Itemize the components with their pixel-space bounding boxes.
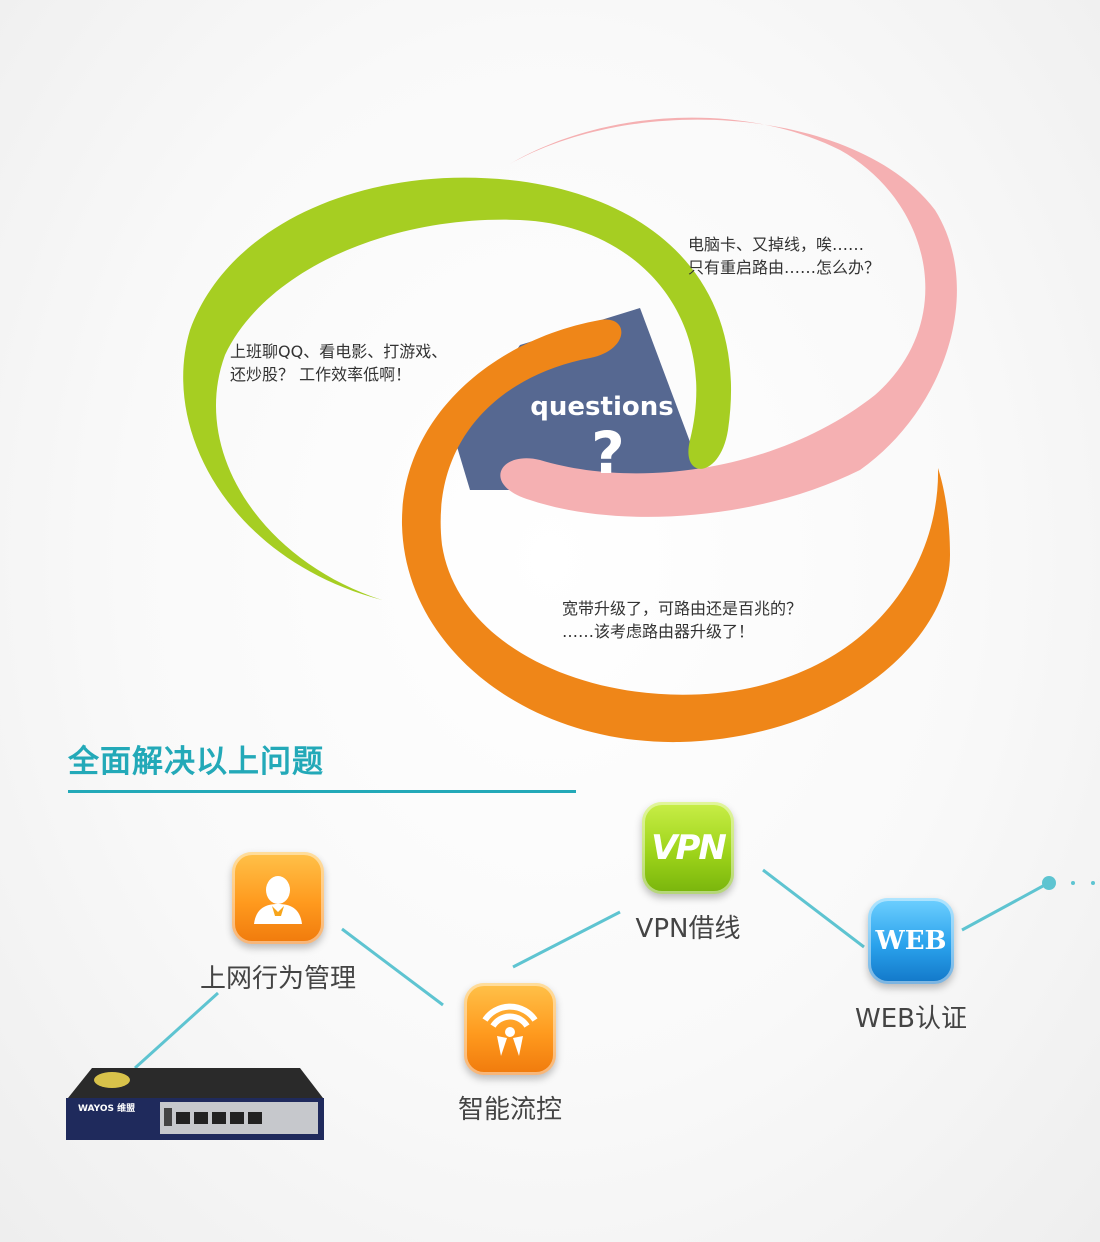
- vpn-icon-text: VPN: [651, 828, 727, 868]
- heading-underline: [68, 790, 576, 793]
- orange-swirl: [401, 319, 950, 743]
- questions-diagram: questions ? 上班聊QQ、看电影、打游戏、 还炒股？ 工作效率低啊！ …: [183, 117, 957, 743]
- vpn-icon: VPN: [642, 802, 734, 894]
- user-icon: [232, 852, 324, 944]
- vpn-node[interactable]: VPN VPN借线: [618, 802, 758, 945]
- web-node[interactable]: WEB WEB认证: [838, 898, 984, 1035]
- flow-node[interactable]: 智能流控: [440, 983, 580, 1126]
- vpn-label: VPN借线: [635, 914, 741, 944]
- questions-word: questions: [530, 392, 673, 422]
- connector-router-behavior: [133, 991, 220, 1070]
- router-top: [68, 1068, 323, 1098]
- web-icon: WEB: [868, 898, 954, 984]
- router-port-4: [230, 1112, 244, 1124]
- web-icon-text: WEB: [875, 926, 947, 956]
- router-port-3: [212, 1112, 226, 1124]
- connector-end-dot: [1042, 876, 1056, 890]
- signal-icon: [464, 983, 556, 1075]
- green-bubble-line-1: 上班聊QQ、看电影、打游戏、: [230, 342, 447, 361]
- orange-bubble-line-1: 宽带升级了，可路由还是百兆的？: [562, 599, 802, 618]
- connector-vpn-web: [762, 868, 865, 949]
- green-bubble-line-2: 还炒股？ 工作效率低啊！: [230, 365, 411, 384]
- pink-bubble-line-1: 电脑卡、又掉线，唉……: [688, 235, 864, 254]
- router-sticker: [94, 1072, 130, 1088]
- pink-swirl: [500, 117, 957, 517]
- behavior-node[interactable]: 上网行为管理: [200, 852, 356, 995]
- trailing-dot-2: [1091, 881, 1095, 885]
- connector-lines: [133, 868, 1044, 1070]
- router-brand: WAYOS 维盟: [78, 1102, 135, 1114]
- web-label: WEB认证: [855, 1004, 967, 1034]
- behavior-label: 上网行为管理: [200, 964, 357, 994]
- orange-bubble-line-2: ……该考虑路由器升级了！: [562, 622, 754, 641]
- router-port-5: [248, 1112, 262, 1124]
- router-port-2: [194, 1112, 208, 1124]
- trailing-dot-1: [1071, 881, 1075, 885]
- router-port-1: [176, 1112, 190, 1124]
- connector-flow-vpn: [512, 910, 621, 969]
- router-device: WAYOS 维盟: [66, 1068, 324, 1140]
- connector-web-out: [961, 884, 1044, 932]
- question-mark: ?: [591, 419, 625, 487]
- router-usb-port: [164, 1108, 172, 1126]
- pink-bubble-line-2: 只有重启路由……怎么办？: [688, 258, 880, 277]
- flow-label: 智能流控: [457, 1095, 562, 1125]
- solution-heading: 全面解决以上问题: [68, 744, 324, 780]
- connector-behavior-flow: [341, 927, 444, 1007]
